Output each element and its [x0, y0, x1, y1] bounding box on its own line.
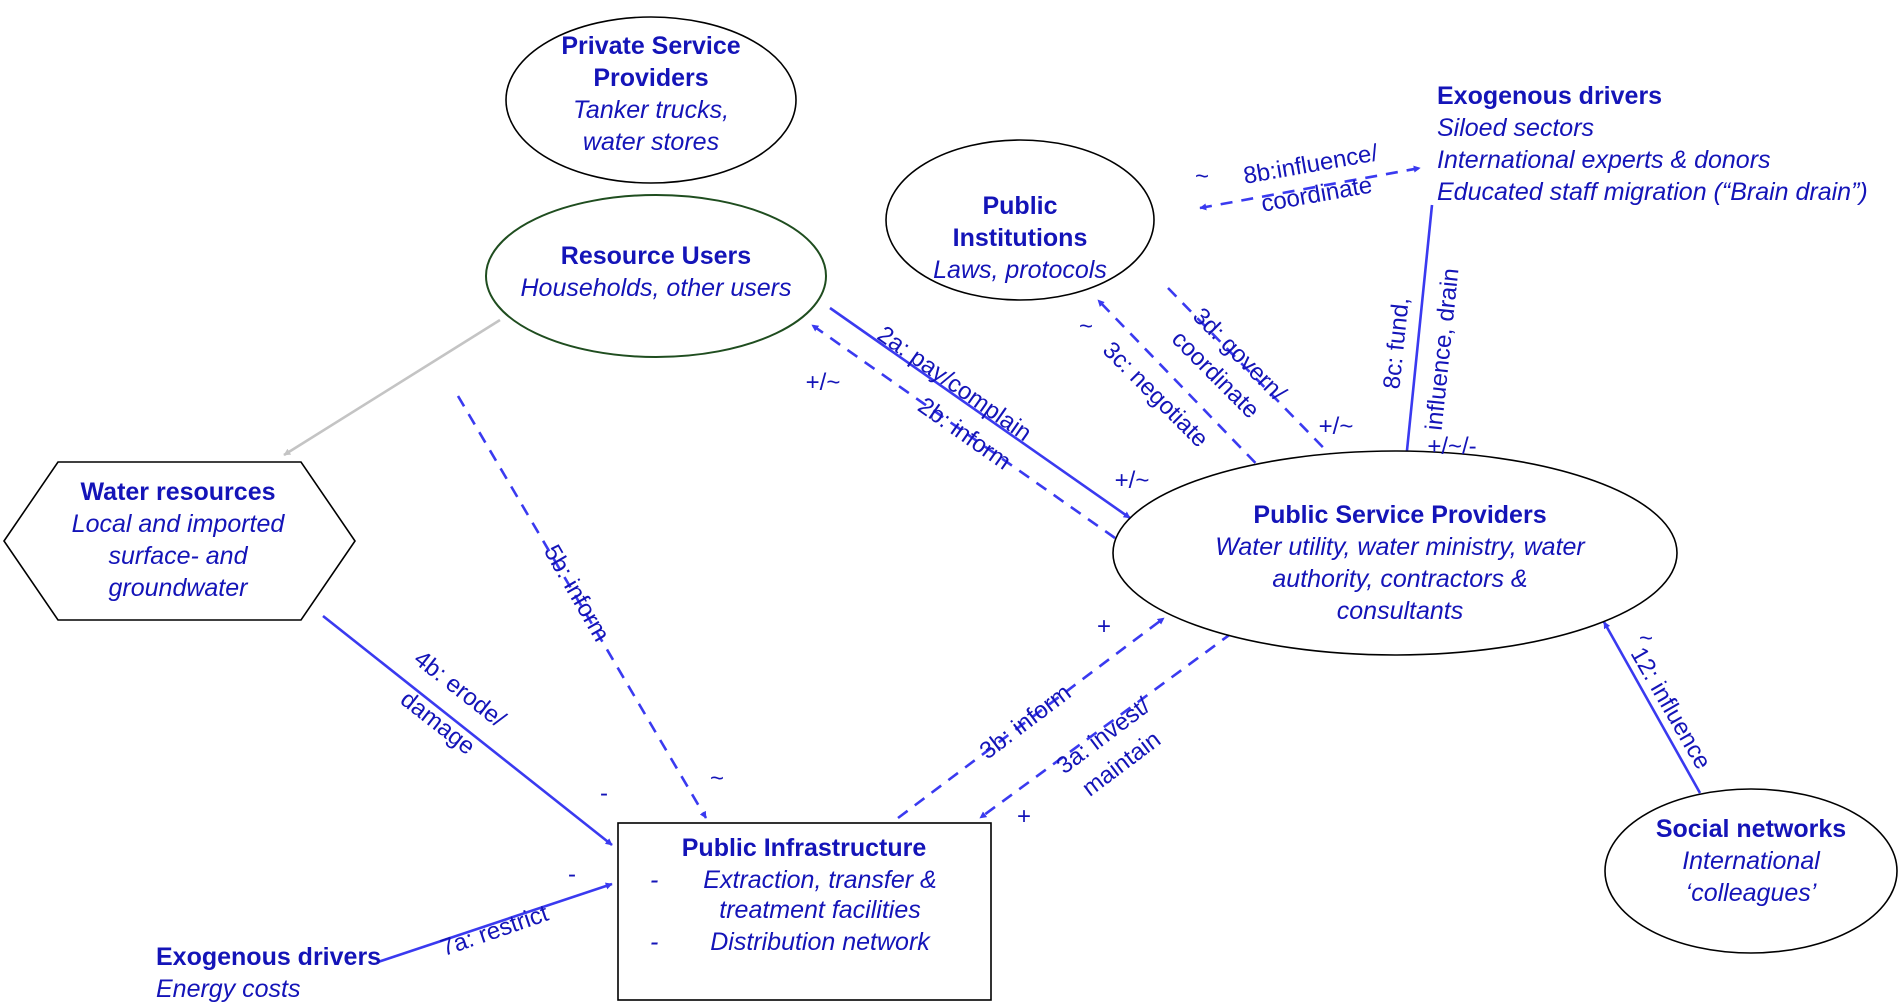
water-resources-sub-2: surface- and: [109, 542, 249, 570]
edge-12-label: 12: influence: [1625, 643, 1716, 774]
public-service-providers-node: Public Service Providers Water utility, …: [1112, 450, 1678, 656]
social-networks-ellipse: [1604, 788, 1898, 954]
edge-7a-sign: -: [568, 861, 576, 888]
private-providers-sub-2: water stores: [583, 128, 719, 156]
social-networks-title: Social networks: [1656, 815, 1846, 843]
edge-3d-sign: +/~: [1319, 413, 1354, 440]
psp-sub-2: authority, contractors &: [1272, 565, 1527, 593]
resource-users-sub: Households, other users: [521, 274, 792, 302]
edge-8b-line: [1199, 165, 1421, 211]
social-networks-sub-2: ‘colleagues’: [1686, 879, 1817, 907]
public-service-providers-ellipse: [1112, 450, 1678, 656]
edge-5b-line: [456, 395, 708, 819]
edges-layer: [283, 165, 1702, 964]
infrastructure-item-2: Distribution network: [710, 928, 931, 956]
water-resources-node: Water resources Local and imported surfa…: [3, 461, 356, 621]
exogenous-top-item-3: Educated staff migration (“Brain drain”): [1437, 178, 1868, 206]
edge-3b-line: [897, 616, 1165, 820]
infrastructure-bullet-1: -: [650, 866, 658, 894]
edge-3a-sign: +: [1017, 803, 1031, 830]
public-infrastructure-node: Public Infrastructure - Extraction, tran…: [617, 822, 992, 1001]
edge-2a-sign: +/~: [1115, 467, 1150, 494]
edge-3d-line: [1167, 287, 1349, 474]
infrastructure-title: Public Infrastructure: [682, 834, 927, 862]
edge-users-to-water: [283, 318, 501, 457]
exogenous-bottom-title: Exogenous drivers: [156, 943, 381, 971]
water-resources-sub-1: Local and imported: [72, 510, 286, 538]
social-networks-node: Social networks International ‘colleague…: [1604, 788, 1898, 954]
public-institutions-sub-1: Laws, protocols: [933, 256, 1107, 284]
public-institutions-title-1: Public: [982, 192, 1057, 220]
private-service-providers-node: Private Service Providers Tanker trucks,…: [505, 16, 797, 184]
private-service-providers-ellipse: [505, 16, 797, 184]
edge-8c-sign: +/~/-: [1427, 433, 1476, 460]
psp-sub-1: Water utility, water ministry, water: [1215, 533, 1586, 561]
public-institutions-node: Public Institutions Laws, protocols: [885, 139, 1155, 301]
edge-2a-line: [829, 306, 1131, 520]
edge-7a-label: 7a: restrict: [437, 900, 552, 962]
edge-7a-line: [377, 882, 613, 964]
public-infrastructure-box: [617, 822, 992, 1001]
edge-8b-sign: ~: [1195, 163, 1209, 190]
edge-8c-label-2: influence, drain: [1421, 267, 1465, 432]
edge-5b-label: 5b: inform: [538, 540, 615, 646]
exogenous-top-item-1: Siloed sectors: [1437, 114, 1594, 142]
edge-4b-sign: -: [600, 780, 608, 807]
edge-12-sign: ~: [1639, 625, 1653, 652]
edge-5b-sign: ~: [710, 765, 724, 792]
edge-3a-line: [979, 631, 1233, 820]
infrastructure-bullet-2: -: [650, 928, 658, 956]
exogenous-drivers-top: Exogenous drivers Siloed sectors Interna…: [1437, 82, 1868, 206]
exogenous-top-title: Exogenous drivers: [1437, 82, 1662, 110]
public-institutions-ellipse: [885, 139, 1155, 301]
public-institutions-title-2: Institutions: [953, 224, 1088, 252]
infrastructure-item-1a: Extraction, transfer &: [703, 866, 936, 894]
edge-2b-sign: +/~: [806, 369, 841, 396]
resource-users-ellipse: [485, 194, 827, 358]
exogenous-drivers-bottom: Exogenous drivers Energy costs: [156, 943, 381, 1003]
private-providers-title-2: Providers: [593, 64, 708, 92]
edge-8c-label-1: 8c: fund,: [1378, 296, 1414, 390]
edge-3b-sign: +: [1097, 613, 1111, 640]
edge-12-line: [1602, 621, 1702, 794]
psp-title: Public Service Providers: [1253, 501, 1546, 529]
water-resources-hexagon: [3, 461, 356, 621]
resource-users-title: Resource Users: [561, 242, 751, 270]
exogenous-top-item-2: International experts & donors: [1437, 146, 1771, 174]
private-providers-sub-1: Tanker trucks,: [573, 96, 729, 124]
private-providers-title-1: Private Service: [561, 32, 740, 60]
edge-4b-line: [322, 614, 613, 847]
infrastructure-item-1b: treatment facilities: [719, 896, 920, 924]
exogenous-bottom-sub: Energy costs: [156, 975, 301, 1003]
psp-sub-3: consultants: [1337, 597, 1463, 625]
water-resources-sub-3: groundwater: [109, 574, 250, 602]
water-resources-title: Water resources: [81, 478, 276, 506]
edge-3c-sign: ~: [1079, 313, 1093, 340]
social-networks-sub-1: International: [1682, 847, 1821, 875]
resource-users-node: Resource Users Households, other users: [485, 194, 827, 358]
edge-8c-line: [1402, 204, 1434, 471]
